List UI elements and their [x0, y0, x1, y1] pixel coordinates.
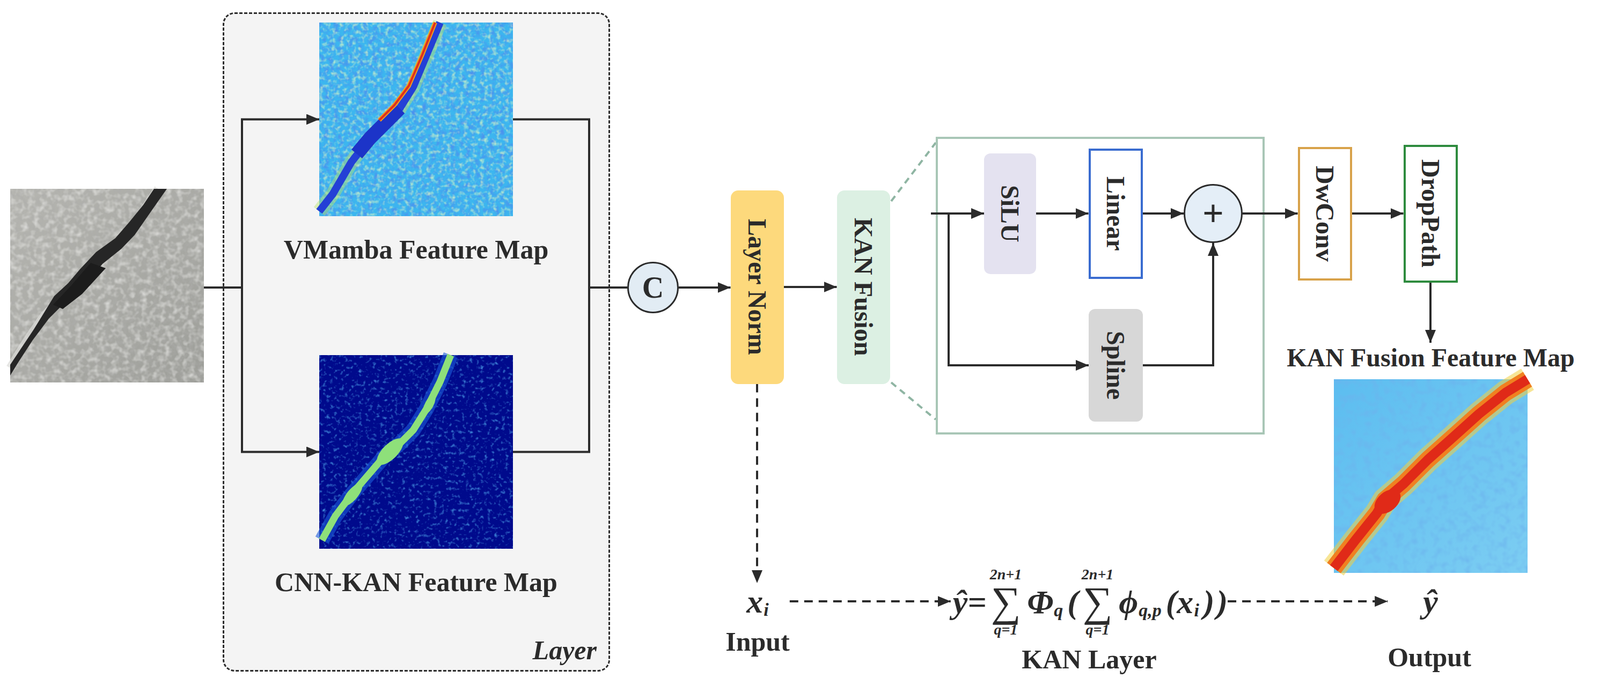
sum-sign: ∑: [1082, 582, 1113, 622]
connector: [1352, 212, 1404, 215]
spline-box: Spline: [1088, 309, 1143, 422]
math-caption: Input: [725, 626, 790, 658]
conv-box: DwConv: [1297, 147, 1353, 281]
droppath-box: DropPath: [1403, 144, 1458, 283]
connector: [789, 600, 951, 603]
connector: [783, 285, 838, 289]
activation-box: SiLU: [984, 153, 1037, 275]
connector: [1242, 212, 1298, 215]
connector: [1142, 212, 1185, 215]
symbol-label: C: [642, 272, 664, 303]
symbol-label: +: [1202, 194, 1224, 233]
output-symbol: ŷOutput: [1387, 583, 1472, 674]
box-label: DropPath: [1416, 159, 1445, 268]
math-symbol: (x: [1165, 583, 1194, 621]
math-subscript: i: [763, 600, 769, 620]
norm-box: Layer Norm: [730, 190, 784, 385]
feature-map: VMamba Feature Map: [283, 22, 549, 266]
math-subscript: q,p: [1138, 601, 1162, 620]
math-symbol: ): [1216, 583, 1228, 621]
box-label: SiLU: [995, 185, 1025, 243]
connector: [1142, 243, 1214, 366]
box-label: DwConv: [1310, 165, 1340, 262]
branch-wires: [203, 119, 320, 453]
kan-formula: ŷ=2n+1∑q=1Φq(2n+1∑q=1ϕq,p(xi))KAN Layer: [950, 566, 1228, 675]
math-symbol: (: [1067, 583, 1079, 621]
math-row: xi: [744, 583, 771, 620]
feature-map: CNN-KAN Feature Map: [274, 355, 558, 599]
connector: [1429, 282, 1432, 344]
sum-limit: 2n+1: [1081, 566, 1114, 583]
box-label: Linear: [1101, 176, 1130, 252]
expansion-lines: [891, 142, 936, 420]
sum-sign: ∑: [991, 582, 1022, 622]
box-label: Layer Norm: [743, 218, 772, 356]
sum-group: 2n+1∑q=1: [1081, 566, 1114, 638]
math-caption: KAN Layer: [1021, 644, 1157, 676]
connector: [1036, 212, 1089, 215]
math-symbol: x: [746, 583, 763, 620]
math-caption: Output: [1387, 642, 1472, 674]
connector: [756, 384, 759, 584]
layer-group: Layer VMamba Feature MapCNN-KAN Feature M…: [222, 12, 611, 672]
sum-limit: q=1: [1085, 621, 1110, 638]
math-symbol: ŷ=: [952, 583, 987, 621]
concat-circle: C: [627, 261, 679, 314]
box-label: Spline: [1101, 331, 1130, 400]
math-symbol: ŷ: [1422, 583, 1438, 620]
feature-map: KAN Fusion Feature Map: [1286, 342, 1575, 574]
math-symbol: ϕ: [1118, 583, 1139, 621]
group-label: Layer: [532, 635, 597, 667]
linear-box: Linear: [1088, 148, 1143, 280]
sum-limit: q=1: [993, 621, 1018, 638]
map-caption: VMamba Feature Map: [283, 234, 549, 266]
map-area: [319, 22, 513, 217]
fusion-box: KAN Fusion: [837, 190, 891, 385]
fusion-map: [1333, 379, 1528, 574]
group-ground: [223, 12, 610, 672]
vmamba-map: [319, 22, 513, 217]
sum-group: 2n+1∑q=1: [989, 566, 1023, 638]
expansion-frame: [936, 137, 1264, 434]
math-symbol: ): [1203, 583, 1215, 621]
sum-limit: 2n+1: [989, 566, 1023, 583]
cnn-kan-map: [319, 355, 513, 549]
map-caption: CNN-KAN Feature Map: [274, 567, 558, 599]
connector: [678, 286, 731, 289]
box-label: KAN Fusion: [849, 217, 878, 356]
math-row: ŷ=2n+1∑q=1Φq(2n+1∑q=1ϕq,p(xi)): [950, 566, 1228, 638]
math-row: ŷ: [1420, 583, 1438, 620]
map-area: [1333, 379, 1528, 574]
crack-photo: [10, 188, 204, 383]
math-subscript: q: [1053, 601, 1063, 620]
connector: [1227, 600, 1388, 603]
map-caption: KAN Fusion Feature Map: [1286, 342, 1575, 373]
map-area: [319, 355, 513, 549]
math-subscript: i: [1193, 601, 1199, 620]
connector: [512, 287, 628, 453]
input-symbol: xiInput: [725, 583, 790, 658]
sum-circle: +: [1183, 184, 1243, 244]
math-symbol: Φ: [1026, 583, 1054, 621]
